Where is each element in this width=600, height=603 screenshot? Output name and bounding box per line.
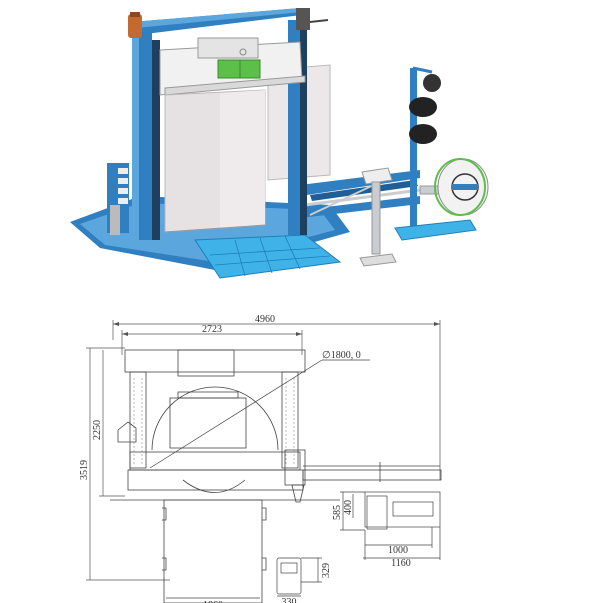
dimension-drawing: 4960 2723 ∅1800, 0 2250 3519 585 400 100… <box>0 290 600 603</box>
conveyor-arms <box>300 170 421 218</box>
right-gear-motor <box>296 8 329 30</box>
dim-overall-width: 4960 <box>255 314 275 325</box>
frame-outline <box>110 349 442 603</box>
dim-pallet-width: 1860 <box>203 600 223 603</box>
drawing-svg: 4960 2723 ∅1800, 0 2250 3519 585 400 100… <box>79 314 442 603</box>
dim-panel-height: 329 <box>321 563 332 578</box>
render-svg <box>70 8 489 279</box>
control-panel-stand <box>359 167 397 267</box>
dim-frame-width: 2723 <box>202 324 222 335</box>
top-beam <box>132 8 310 34</box>
dim-dispenser-height: 585 <box>332 505 343 520</box>
top-motor <box>128 12 142 38</box>
pallet-load-front <box>164 89 266 233</box>
dim-panel-width: 330 <box>282 597 297 603</box>
dim-dispenser-inner: 400 <box>343 500 354 515</box>
dispenser-plan <box>340 491 441 560</box>
dim-inner-height: 2250 <box>92 420 103 440</box>
diameter-leader <box>149 359 370 469</box>
ramp <box>194 234 342 279</box>
control-panel-plan <box>166 557 322 599</box>
machine-3d-render <box>0 0 600 290</box>
signal-tower <box>394 66 477 241</box>
dim-overall-height: 3519 <box>79 460 90 480</box>
dim-dispenser-length-outer: 1160 <box>391 558 411 569</box>
strapping-head <box>159 37 306 96</box>
dim-dispenser-length-inner: 1000 <box>388 545 408 556</box>
arrowheads <box>113 322 440 336</box>
dim-arch-diameter: ∅1800, 0 <box>322 350 361 361</box>
left-column <box>132 25 160 240</box>
column-hatching <box>133 378 295 465</box>
strap-dispenser-reel <box>419 158 489 216</box>
control-cabinet <box>107 163 129 235</box>
